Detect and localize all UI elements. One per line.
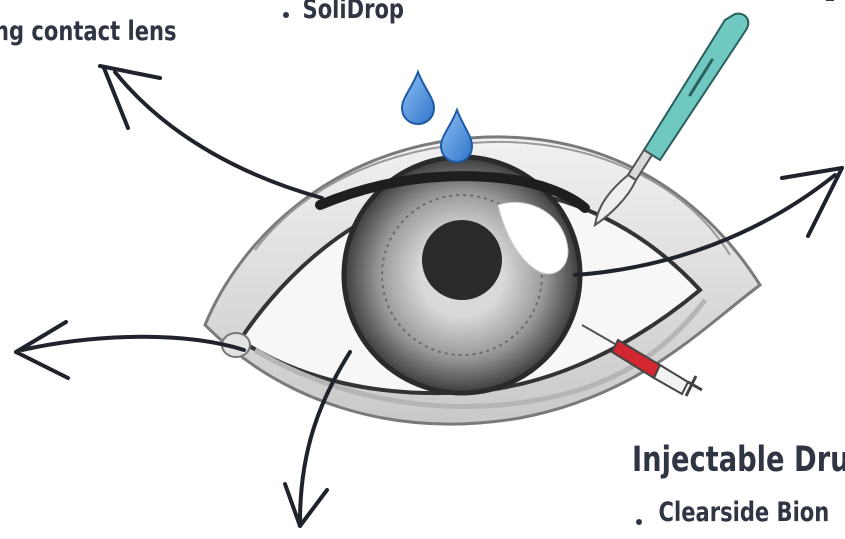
injectable-drug-heading: Injectable Dru <box>632 440 845 480</box>
contact-lens-label: ng contact lens <box>0 16 177 47</box>
clearside-label: Clearside Bion <box>632 497 829 528</box>
pupil <box>422 220 502 300</box>
solidrop-label: SoliDrop <box>276 0 404 25</box>
clipped-text-fragment <box>826 0 834 1</box>
arrow-up-left-icon <box>100 66 322 198</box>
